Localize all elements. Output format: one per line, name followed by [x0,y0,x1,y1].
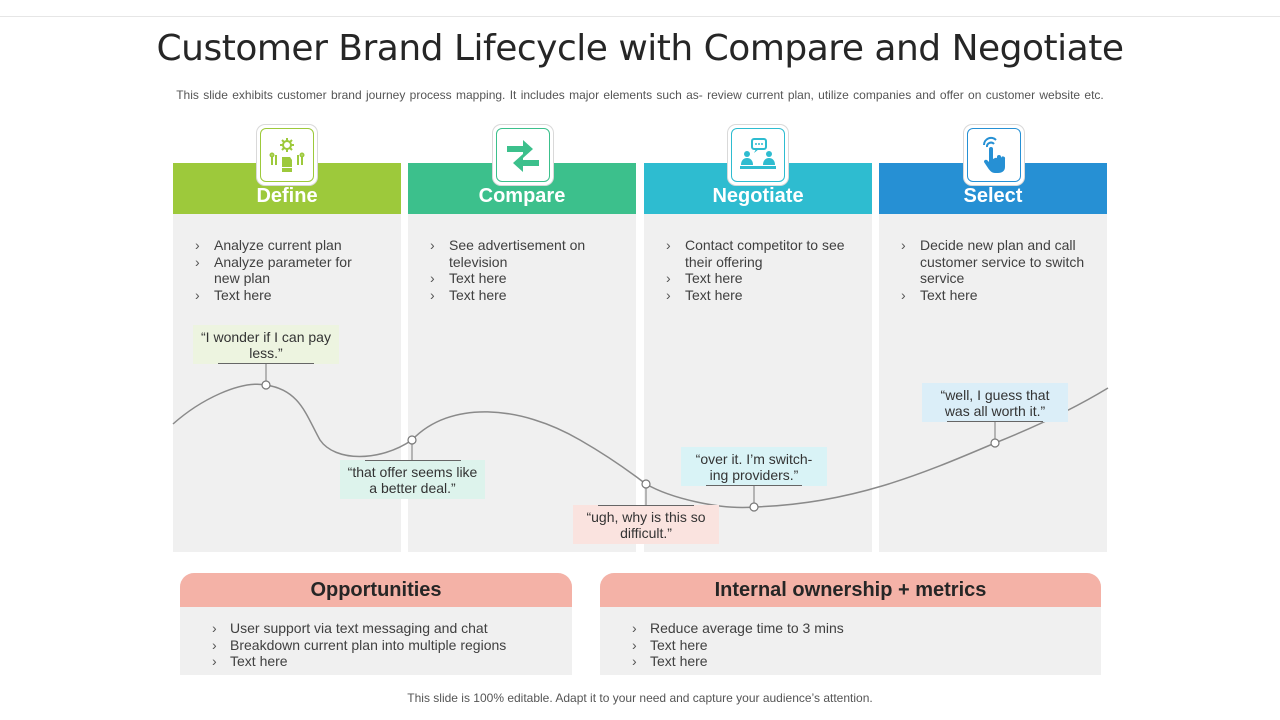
opportunities-list: User support via text messaging and chat… [180,620,572,670]
quote-bubble-define: “I wonder if I can pay less.” [193,325,339,364]
quote-text: “over it. I’m switch-ing providers.” [695,451,813,483]
list-item: Text here [644,287,872,304]
stage-list-negotiate: Contact competitor to see their offering… [644,237,872,303]
opportunities-panel: Opportunities User support via text mess… [180,573,572,675]
slide-title: Customer Brand Lifecycle with Compare an… [156,28,1124,69]
stage-list-compare: See advertisement on television Text her… [408,237,636,303]
internal-ownership-panel: Internal ownership + metrics Reduce aver… [600,573,1101,675]
footer-note: This slide is 100% editable. Adapt it to… [407,691,873,705]
quote-underline [947,421,1043,422]
quote-underline [706,485,802,486]
list-item: User support via text messaging and chat [180,620,572,637]
negotiation-meeting-icon [728,125,788,185]
list-item: Text here [879,287,1107,304]
quote-overline [364,460,461,461]
list-item: See advertisement on television [408,237,636,270]
list-item: Analyze parameter for new plan [173,254,401,287]
list-item: Decide new plan and call customer servic… [879,237,1107,287]
list-item: Analyze current plan [173,237,401,254]
quote-bubble-negotiate: “over it. I’m switch-ing providers.” [681,447,827,486]
opportunities-header: Opportunities [180,573,572,607]
list-item: Text here [644,270,872,287]
stage-column-select: Select Decide new plan and call customer… [879,163,1107,552]
list-item: Contact competitor to see their offering [644,237,872,270]
compare-arrows-icon [493,125,553,185]
list-item: Text here [408,270,636,287]
slide-subtitle: This slide exhibits customer brand journ… [176,88,1104,102]
quote-underline [218,363,314,364]
touch-select-icon [964,125,1024,185]
quote-bubble-compare: “that offer seems like a better deal.” [340,460,485,499]
list-item: Text here [600,637,1101,654]
list-item: Text here [180,653,572,670]
quote-bubble-select: “well, I guess that was all worth it.” [922,383,1068,422]
quote-overline [598,505,694,506]
stage-list-define: Analyze current plan Analyze parameter f… [173,237,401,303]
stage-column-negotiate: Negotiate Contact competitor to see thei… [644,163,872,552]
internal-ownership-list: Reduce average time to 3 mins Text here … [600,620,1101,670]
quote-text: “that offer seems like a better deal.” [347,464,478,496]
list-item: Text here [600,653,1101,670]
quote-text: “ugh, why is this so difficult.” [586,509,706,541]
list-item: Text here [173,287,401,304]
list-item: Reduce average time to 3 mins [600,620,1101,637]
quote-bubble-negotiate-low: “ugh, why is this so difficult.” [573,505,719,544]
stage-header-negotiate: Negotiate [644,163,872,214]
settings-hand-icon [257,125,317,185]
top-divider [0,16,1280,17]
quote-text: “I wonder if I can pay less.” [201,329,331,361]
quote-text: “well, I guess that was all worth it.” [940,387,1050,419]
internal-ownership-header: Internal ownership + metrics [600,573,1101,607]
stage-list-select: Decide new plan and call customer servic… [879,237,1107,303]
list-item: Text here [408,287,636,304]
list-item: Breakdown current plan into multiple reg… [180,637,572,654]
